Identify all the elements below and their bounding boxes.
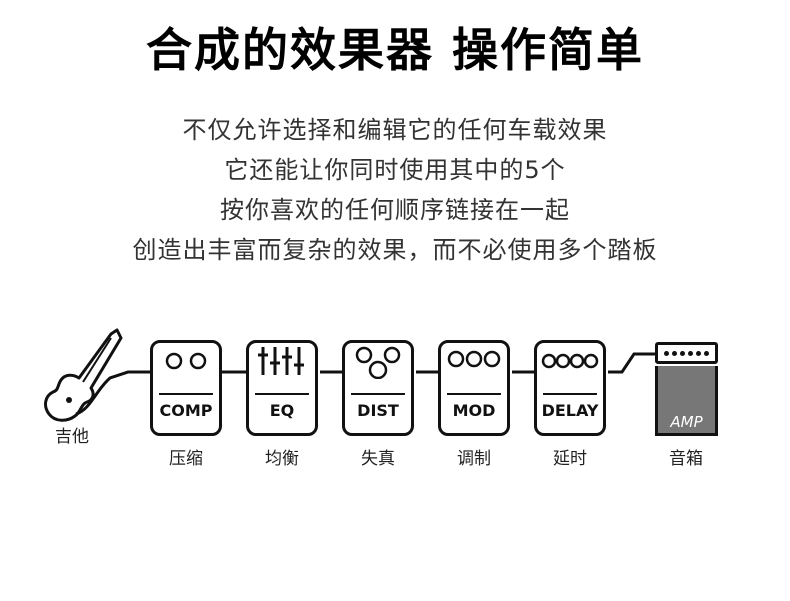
pedal-label-dist: 失真	[361, 449, 395, 469]
pedal-name: COMP	[159, 401, 213, 420]
description-line: 不仅允许选择和编辑它的任何车载效果	[182, 116, 608, 144]
description-line: 创造出丰富而复杂的效果，而不必使用多个踏板	[132, 236, 658, 264]
amp-name: AMP	[670, 413, 703, 431]
pedal-name: DELAY	[541, 401, 599, 420]
pedal-name: EQ	[269, 401, 295, 420]
description-block: 不仅允许选择和编辑它的任何车载效果 它还能让你同时使用其中的5个 按你喜欢的任何…	[0, 110, 790, 270]
pedal-mod: MOD	[438, 340, 510, 436]
pedal-name: MOD	[452, 401, 496, 420]
eq-sliders-icon	[258, 347, 304, 375]
amp-cabinet: AMP	[655, 366, 718, 436]
effects-chain: COMP EQ DIST MOD	[0, 310, 790, 490]
three-knobs-triangle-icon	[355, 346, 401, 379]
pedal-comp: COMP	[150, 340, 222, 436]
guitar-icon	[44, 328, 123, 422]
two-knobs-icon	[165, 352, 207, 370]
guitar-label: 吉他	[55, 427, 89, 447]
page-title: 合成的效果器 操作简单	[145, 23, 644, 77]
pedal-label-eq: 均衡	[265, 449, 299, 469]
pedal-label-delay: 延时	[553, 449, 587, 469]
pedal-label-mod: 调制	[457, 449, 491, 469]
three-knobs-icon	[447, 350, 501, 368]
pedal-eq: EQ	[246, 340, 318, 436]
amp-icon: AMP	[655, 342, 718, 436]
pedal-name: DIST	[357, 401, 399, 420]
description-line: 它还能让你同时使用其中的5个	[224, 156, 566, 184]
pedal-label-comp: 压缩	[169, 449, 203, 469]
four-knobs-icon	[541, 353, 599, 369]
amp-head	[655, 342, 718, 364]
description-line: 按你喜欢的任何顺序链接在一起	[220, 196, 570, 224]
amp-label: 音箱	[669, 449, 703, 469]
chain-cables	[44, 328, 655, 422]
pedal-delay: DELAY	[534, 340, 606, 436]
pedal-dist: DIST	[342, 340, 414, 436]
